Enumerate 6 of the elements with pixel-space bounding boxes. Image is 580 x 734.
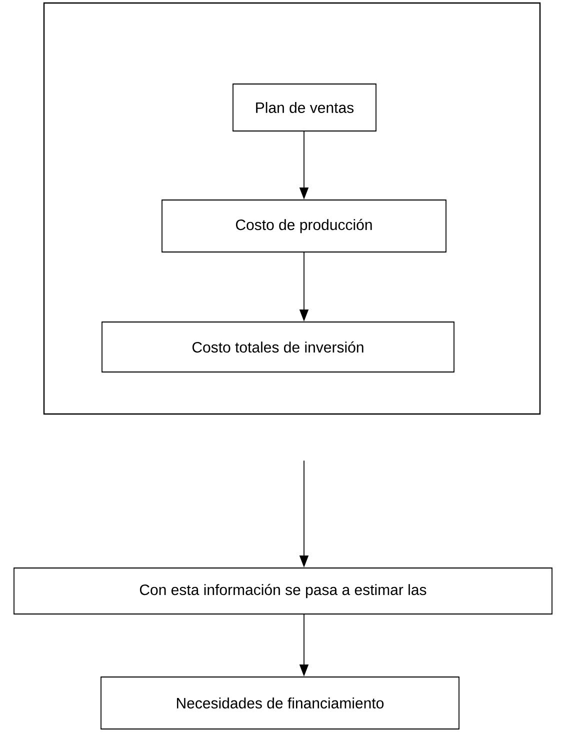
process-box: Costo totales de inversión: [102, 322, 454, 372]
process-box: Necesidades de financiamiento: [100, 676, 460, 730]
process-box: Costo de producción: [162, 200, 446, 252]
outer-frame: [43, 2, 541, 415]
process-box: Con esta información se pasa a estimar las: [14, 568, 552, 614]
process-box: Plan de ventas: [232, 84, 376, 132]
